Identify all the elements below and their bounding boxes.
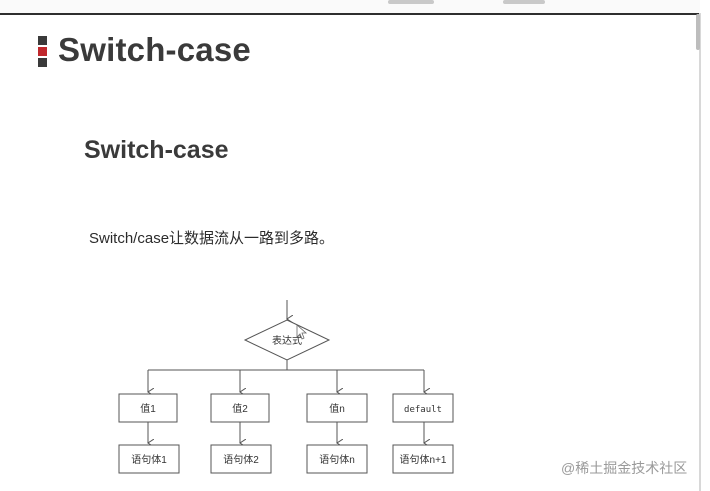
case-body-box-1 — [118, 444, 180, 474]
top-window-strip — [0, 0, 700, 15]
title-accent-bar — [38, 36, 47, 68]
case-body-label: 语句体2 — [223, 453, 259, 466]
watermark-text: @稀土掘金技术社区 — [561, 460, 688, 476]
decision-label: 表达式 — [272, 334, 302, 347]
case-body-label: 语句体n+1 — [400, 453, 447, 466]
case-value-label: 值2 — [232, 402, 248, 415]
right-edge-divider — [699, 13, 701, 491]
case-value-box-3 — [306, 393, 368, 423]
case-value-label: 值1 — [140, 402, 156, 415]
case-body-label: 语句体n — [319, 453, 355, 466]
cropped-toolbar-text — [388, 0, 434, 4]
case-body-label: 语句体1 — [131, 453, 167, 466]
slide-title: Switch-case — [58, 31, 251, 68]
case-value-box-4 — [392, 393, 454, 423]
section-heading: Switch-case — [84, 136, 229, 164]
case-body-box-2 — [210, 444, 272, 474]
case-value-label: 值n — [329, 402, 345, 415]
case-body-box-4 — [392, 444, 454, 474]
mouse-cursor-icon — [296, 324, 308, 340]
cropped-toolbar-text — [503, 0, 545, 4]
description-text: Switch/case让数据流从一路到多路。 — [89, 230, 335, 247]
case-body-box-3 — [306, 444, 368, 474]
scrollbar-thumb[interactable] — [696, 14, 700, 50]
case-value-box-1 — [118, 393, 178, 423]
case-value-label: default — [404, 405, 442, 415]
